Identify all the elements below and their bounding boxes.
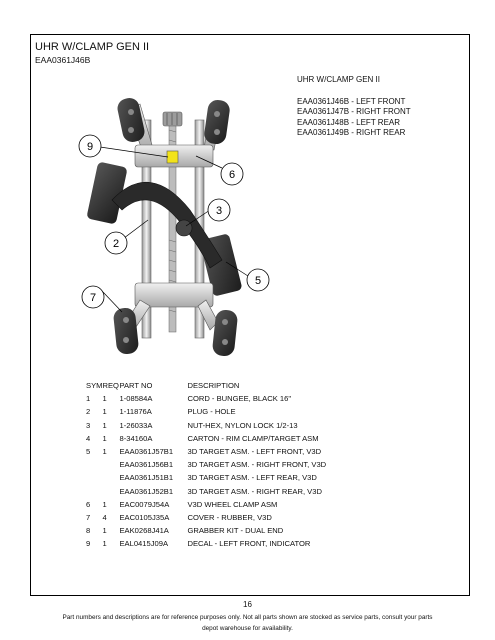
top-crossbar <box>134 144 214 168</box>
cell-part-no: EAA0361J56B1 <box>119 460 174 470</box>
target-assembly <box>87 162 242 296</box>
callout-5: 5 <box>246 268 270 292</box>
cell-req: 1 <box>102 447 107 457</box>
table-row: 1 1 1-08584A CORD - BUNGEE, BLACK 16" <box>86 392 326 405</box>
assembly-part-number: EAA0361J46B <box>35 55 91 65</box>
cell-part-no: EAC0079J54A <box>119 499 170 509</box>
table-row: 8 1 EAK0268J41A GRABBER KIT - DUAL END <box>86 524 326 537</box>
callout-9: 9 <box>78 134 102 158</box>
cell-description: CARTON - RIM CLAMP/TARGET ASM <box>187 433 319 443</box>
top-grabber-covers <box>117 98 230 145</box>
parts-table-header: SYM REQ PART NO DESCRIPTION <box>86 379 326 392</box>
svg-text:2: 2 <box>113 238 119 250</box>
cell-description: V3D WHEEL CLAMP ASM <box>187 499 278 509</box>
callout-7: 7 <box>81 285 105 309</box>
cell-sym: 3 <box>86 420 91 430</box>
cell-sym: 4 <box>86 433 91 443</box>
table-row: 7 4 EAC0105J35A COVER - RUBBER, V3D <box>86 511 326 524</box>
svg-text:6: 6 <box>229 169 235 181</box>
cell-part-no: EAA0361J57B1 <box>119 447 174 457</box>
table-row: 3 1 1-26033A NUT-HEX, NYLON LOCK 1/2-13 <box>86 419 326 432</box>
cell-req <box>102 485 119 498</box>
variant-left-rear: EAA0361J48B - LEFT REAR <box>297 117 401 127</box>
cell-description: PLUG - HOLE <box>187 407 236 417</box>
cell-part-no: 1-08584A <box>119 394 153 404</box>
variant-left-front: EAA0361J46B - LEFT FRONT <box>297 96 406 106</box>
header-part-no: PART NO <box>119 381 153 391</box>
cell-part-no: EAC0105J35A <box>119 512 170 522</box>
cell-req: 1 <box>102 499 107 509</box>
cell-sym: 6 <box>86 499 91 509</box>
table-row: 2 1 1-11876A PLUG - HOLE <box>86 405 326 418</box>
cell-part-no: EAL0415J09A <box>119 539 169 549</box>
cell-sym <box>86 471 102 484</box>
cell-description: CORD - BUNGEE, BLACK 16" <box>187 394 292 404</box>
footer-line-1: Part numbers and descriptions are for re… <box>62 614 433 621</box>
cell-description: DECAL - LEFT FRONT, INDICATOR <box>187 539 311 549</box>
cell-part-no: 8-34160A <box>119 433 153 443</box>
svg-text:9: 9 <box>87 141 93 153</box>
cell-description: COVER - RUBBER, V3D <box>187 512 272 522</box>
cell-req: 4 <box>102 512 107 522</box>
parts-table: SYM REQ PART NO DESCRIPTION 1 1 1-08584A… <box>86 379 326 550</box>
cell-part-no: 1-11876A <box>119 407 152 417</box>
cell-sym: 9 <box>86 539 91 549</box>
cell-sym: 2 <box>86 407 91 417</box>
cell-sym: 5 <box>86 447 91 457</box>
cell-part-no: EAK0268J41A <box>119 526 169 536</box>
svg-text:3: 3 <box>216 205 222 217</box>
page-frame <box>30 34 470 596</box>
callout-6: 6 <box>220 162 244 186</box>
table-row: EAA0361J56B1 3D TARGET ASM. - RIGHT FRON… <box>86 458 326 471</box>
cell-part-no: 1-26033A <box>119 420 153 430</box>
cell-req: 1 <box>102 407 107 417</box>
cell-part-no: EAA0361J52B1 <box>119 486 174 496</box>
cell-req <box>102 458 119 471</box>
table-row: 5 1 EAA0361J57B1 3D TARGET ASM. - LEFT F… <box>86 445 326 458</box>
svg-text:5: 5 <box>255 275 261 287</box>
cell-description: 3D TARGET ASM. - LEFT REAR, V3D <box>187 473 317 483</box>
cell-sym <box>86 485 102 498</box>
info-title: UHR W/CLAMP GEN II <box>297 75 380 84</box>
wheel-clamp-exploded-diagram: 9 6 3 2 5 7 <box>78 98 270 357</box>
cell-description: NUT-HEX, NYLON LOCK 1/2-13 <box>187 420 298 430</box>
cell-description: 3D TARGET ASM. - RIGHT FRONT, V3D <box>187 460 327 470</box>
cell-sym: 1 <box>86 394 91 404</box>
cell-req <box>102 471 119 484</box>
table-row: EAA0361J52B1 3D TARGET ASM. - RIGHT REAR… <box>86 485 326 498</box>
cell-description: 3D TARGET ASM. - RIGHT REAR, V3D <box>187 486 322 496</box>
callout-2: 2 <box>104 231 128 255</box>
cell-description: 3D TARGET ASM. - LEFT FRONT, V3D <box>187 447 322 457</box>
page-number: 16 <box>243 600 252 609</box>
cell-sym: 7 <box>86 512 91 522</box>
cell-part-no: EAA0361J51B1 <box>119 473 174 483</box>
bottom-grabber-covers <box>113 307 238 357</box>
table-row: EAA0361J51B1 3D TARGET ASM. - LEFT REAR,… <box>86 471 326 484</box>
header-req: REQ <box>102 381 119 391</box>
footer-disclaimer: Part numbers and descriptions are for re… <box>22 612 473 634</box>
svg-text:7: 7 <box>90 292 96 304</box>
table-row: 4 1 8-34160A CARTON - RIM CLAMP/TARGET A… <box>86 432 326 445</box>
header-description: DESCRIPTION <box>187 381 240 391</box>
cell-req: 1 <box>102 394 107 404</box>
table-row: 6 1 EAC0079J54A V3D WHEEL CLAMP ASM <box>86 498 326 511</box>
cell-req: 1 <box>102 539 107 549</box>
bottom-crossbar <box>134 282 214 308</box>
variant-right-rear: EAA0361J49B - RIGHT REAR <box>297 128 406 137</box>
leader-lines <box>99 146 249 313</box>
cell-req: 1 <box>102 526 107 536</box>
cell-req: 1 <box>102 420 107 430</box>
adjustment-knob <box>162 111 183 127</box>
table-row: 9 1 EAL0415J09A DECAL - LEFT FRONT, INDI… <box>86 537 326 550</box>
cell-req: 1 <box>102 433 107 443</box>
variant-info-block: UHR W/CLAMP GEN II EAA0361J46B - LEFT FR… <box>297 75 411 139</box>
variant-right-front: EAA0361J47B - RIGHT FRONT <box>297 107 411 116</box>
footer-line-2: depot warehouse for availability. <box>202 625 293 632</box>
header-sym: SYM <box>86 381 103 391</box>
page-title: UHR W/CLAMP GEN II <box>35 41 150 53</box>
cell-sym <box>86 458 102 471</box>
callout-3: 3 <box>207 198 231 222</box>
cell-description: GRABBER KIT - DUAL END <box>187 526 284 536</box>
cell-sym: 8 <box>86 526 91 536</box>
